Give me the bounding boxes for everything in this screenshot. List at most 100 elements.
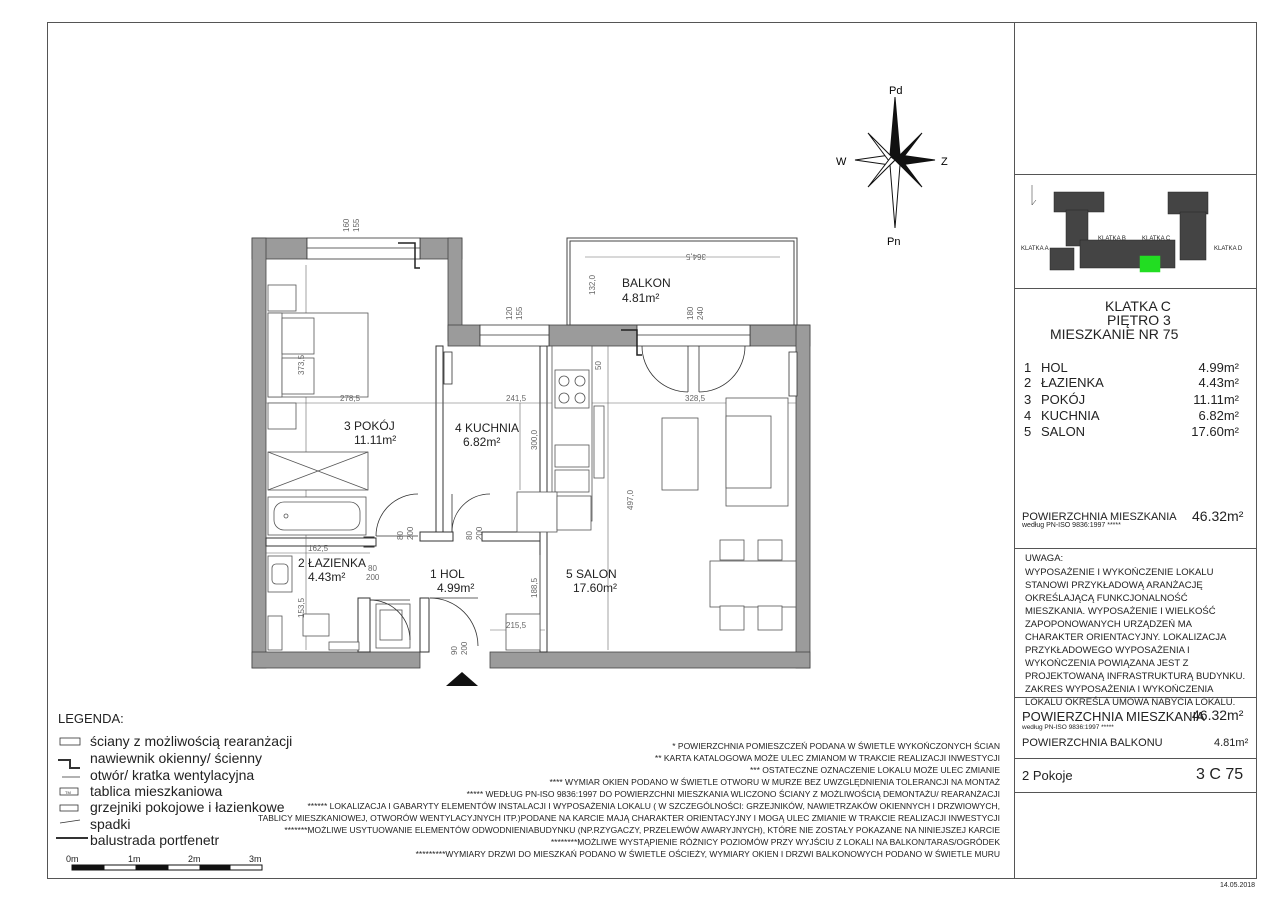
balcony	[566, 237, 798, 326]
scale-3m: 3m	[249, 854, 262, 864]
apartment-title-3: MIESZKANIE NR 75	[1050, 326, 1179, 342]
drawing-frame	[47, 22, 1257, 879]
plan-date: 14.05.2018	[1220, 882, 1256, 889]
legend-item: balustrada portfenetr	[90, 832, 220, 848]
legend-radiator-icon	[59, 804, 79, 812]
dim-364: 364,5	[685, 252, 706, 261]
legend-wall-icon	[59, 737, 81, 746]
compass-south: Pn	[887, 236, 900, 248]
dim-200c: 200	[475, 526, 484, 540]
wardrobe	[267, 451, 369, 491]
legend-item: spadki	[90, 816, 131, 832]
dim-328: 328,5	[685, 394, 706, 403]
dim-153: 153,5	[297, 597, 306, 618]
dim-180: 180	[686, 306, 695, 320]
summary-name: KUCHNIA	[1041, 408, 1100, 423]
scale-1m: 1m	[128, 854, 141, 864]
summary-num: 2	[1024, 375, 1032, 390]
summary-num: 3	[1024, 392, 1032, 407]
summary-num: 5	[1024, 424, 1032, 439]
legend-item: tablica mieszkaniowa	[90, 783, 223, 799]
windows	[306, 237, 751, 347]
summary-num: 1	[1024, 360, 1032, 375]
key-plan	[1031, 185, 1209, 273]
door-swings	[369, 345, 746, 647]
bathtub	[267, 496, 367, 536]
dim-160: 160	[342, 218, 351, 232]
scale-0m: 0m	[66, 854, 79, 864]
summary-area: 17.60m²	[1191, 424, 1239, 439]
scale-bar	[71, 864, 263, 871]
dim-200d: 200	[460, 641, 469, 655]
kitchen-units	[516, 345, 605, 533]
room-1-area: 4.99m²	[437, 581, 474, 595]
dim-300: 300,0	[530, 429, 539, 450]
note-line: ********MOŻLIWE WYSTĄPIENIE RÓŻNICY POZI…	[550, 837, 1000, 847]
dim-120: 120	[505, 306, 514, 320]
dimension-lines	[266, 256, 796, 650]
uwaga-text: WYPOSAŻENIE I WYKOŃCZENIE LOKALU STANOWI…	[1025, 567, 1246, 708]
radiators	[443, 351, 798, 397]
scale-labels: 0m 1m 2m 3m	[66, 854, 262, 864]
dim-132: 132,0	[588, 274, 597, 295]
outer-walls	[251, 237, 811, 669]
room-labels: 3 POKÓJ 11.11m² 4 KUCHNIA 6.82m² 2 ŁAZIE…	[298, 276, 671, 595]
legend-tablica-icon	[59, 787, 79, 796]
balcony-area: 4.81m²	[622, 291, 659, 305]
note-line: *********WYMIARY DRZWI DO MIESZKAŃ PODAN…	[415, 849, 1000, 859]
note-line: ****** LOKALIZACJA I GABARYTY ELEMENTÓW …	[307, 801, 1000, 811]
legend-symbols	[56, 737, 88, 839]
rooms-count: 2 Pokoje	[1022, 768, 1073, 783]
legend-tablica-mark: TM	[65, 790, 71, 795]
living-furniture	[505, 397, 797, 651]
dim-188: 188,5	[530, 577, 539, 598]
code-line-top	[1014, 758, 1257, 759]
note-line: * POWIERZCHNIA POMIESZCZEŃ PODANA W ŚWIE…	[672, 741, 1000, 751]
entrance-arrow-icon	[446, 672, 478, 686]
dim-155a: 155	[352, 218, 361, 232]
balcony-area-value: 4.81m²	[1214, 737, 1249, 749]
note-line: ** KARTA KATALOGOWA MOŻE ULEC ZMIANOM W …	[654, 753, 1000, 763]
summary-name: HOL	[1041, 360, 1068, 375]
legend-title: LEGENDA:	[58, 711, 124, 726]
dim-497: 497,0	[626, 489, 635, 510]
room-3-label: 3 POKÓJ	[344, 418, 395, 433]
note-line: TABLICY MIESZKANIOWEJ, OTWORÓW WENTYLACY…	[258, 813, 1000, 823]
note-line: **** WYMIAR OKIEN PODANO W ŚWIETLE OTWOR…	[549, 777, 1000, 787]
summary-row: 2 ŁAZIENKA 4.43m²	[1024, 375, 1239, 390]
summary-row: 3 POKÓJ 11.11m²	[1024, 392, 1239, 407]
legend-slope-icon	[59, 819, 81, 824]
summary2-line	[1014, 697, 1257, 698]
summary-row: 1 HOL 4.99m²	[1024, 360, 1239, 375]
dim-50: 50	[594, 361, 603, 370]
summary-num: 4	[1024, 408, 1032, 423]
dim-90: 90	[450, 646, 459, 655]
note-line: *** OSTATECZNE OZNACZENIE LOKALU MOŻE UL…	[750, 765, 1000, 775]
compass-icon	[854, 96, 936, 229]
dim-200b: 200	[366, 573, 380, 582]
room-5-area: 17.60m²	[573, 581, 617, 595]
legend-item: grzejniki pokojowe i łazienkowe	[90, 799, 285, 815]
total-area-value: 46.32m²	[1192, 508, 1244, 524]
keyplan-bottom-line	[1014, 288, 1257, 289]
summary-line	[1014, 548, 1257, 549]
room-2-label: 2 ŁAZIENKA	[298, 556, 366, 570]
legend-item: ściany z możliwością rearanżacji	[90, 733, 293, 749]
dimension-texts: 278,5 241,5 328,5 162,5 215,5 80 200 364…	[297, 218, 706, 655]
room-4-label: 4 KUCHNIA	[455, 421, 519, 435]
balcony-label: BALKON	[622, 276, 671, 290]
dim-215: 215,5	[506, 621, 527, 630]
scale-2m: 2m	[188, 854, 201, 864]
summary-area: 11.11m²	[1193, 392, 1239, 407]
compass-north: Pd	[889, 85, 902, 97]
compass-west: W	[836, 156, 847, 168]
note-line: ***** WEDŁUG PN-ISO 9836:1997 DO POWIERZ…	[466, 789, 1000, 799]
total2-label: POWIERZCHNIA MIESZKANIA	[1022, 709, 1205, 724]
dim-240: 240	[696, 306, 705, 320]
room-1-label: 1 HOL	[430, 567, 465, 581]
total2-value: 46.32m²	[1192, 707, 1244, 723]
note-line: *******MOŻLIWE USYTUOWANIE ELEMENTÓW ODW…	[284, 825, 1000, 835]
code-line-bottom	[1014, 792, 1257, 793]
legend-vent-icon	[58, 759, 80, 769]
uwaga-title: UWAGA:	[1025, 553, 1064, 564]
